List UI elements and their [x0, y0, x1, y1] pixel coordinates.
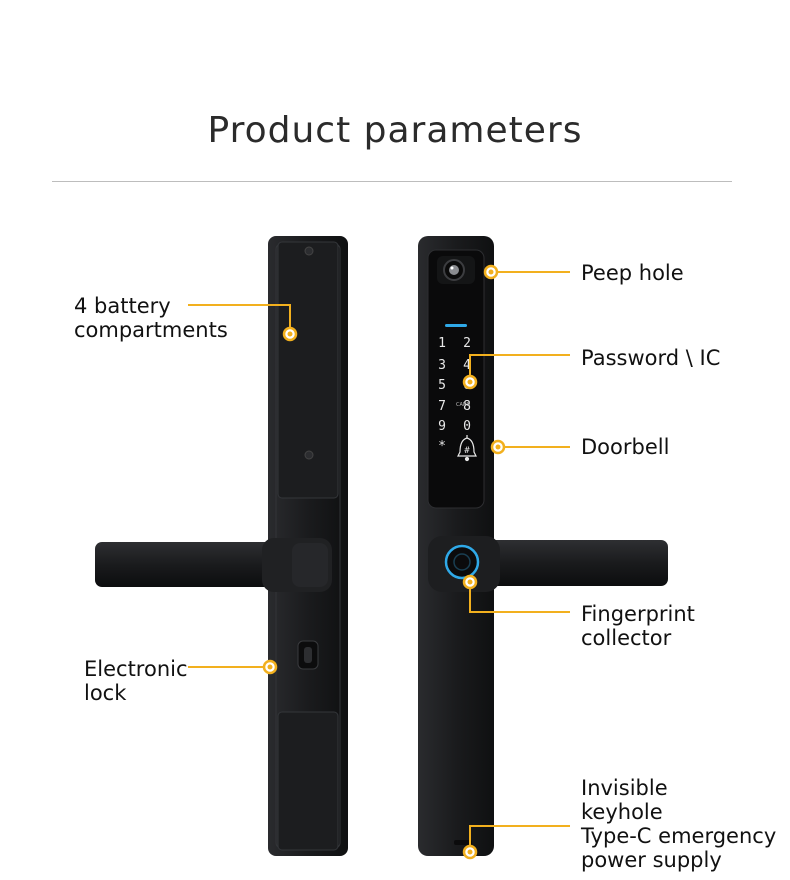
battery-cover [277, 241, 339, 499]
screw-icon [304, 450, 314, 460]
callout-dots [262, 264, 506, 860]
title-divider [52, 181, 732, 182]
keypad-key: # [464, 446, 470, 456]
label-electronic-lock: Electronic lock [84, 657, 188, 705]
label-keyhole: Invisible keyhole Type-C emergency power… [581, 776, 777, 872]
status-light [445, 324, 467, 327]
keypad-key: 9 [438, 419, 446, 434]
keypad-key: 4 [463, 358, 471, 373]
front-panel: 1234567890*# CARD [418, 236, 668, 856]
back-handle [95, 542, 285, 587]
label-doorbell: Doorbell [581, 435, 670, 459]
keypad-key: 0 [463, 419, 471, 434]
label-peep-hole: Peep hole [581, 261, 684, 285]
fingerprint-icon [444, 544, 480, 580]
page-title: Product parameters [207, 110, 583, 151]
keypad-key: 7 [438, 399, 446, 414]
bell-icon [457, 435, 477, 462]
keypad-key: 3 [438, 358, 446, 373]
label-fingerprint: Fingerprint collector [581, 602, 695, 650]
keypad-key: * [438, 439, 446, 454]
label-battery: 4 battery compartments [74, 294, 228, 342]
keypad-key: 5 [438, 378, 446, 393]
back-panel [95, 236, 348, 856]
keypad-key: 8 [463, 399, 471, 414]
callout-lines [188, 271, 570, 852]
screw-icon [304, 246, 314, 256]
label-password: Password \ IC [581, 346, 721, 370]
keypad-key: 1 [438, 336, 446, 351]
keypad-key: 2 [463, 336, 471, 351]
card-mark: CARD [456, 402, 470, 408]
